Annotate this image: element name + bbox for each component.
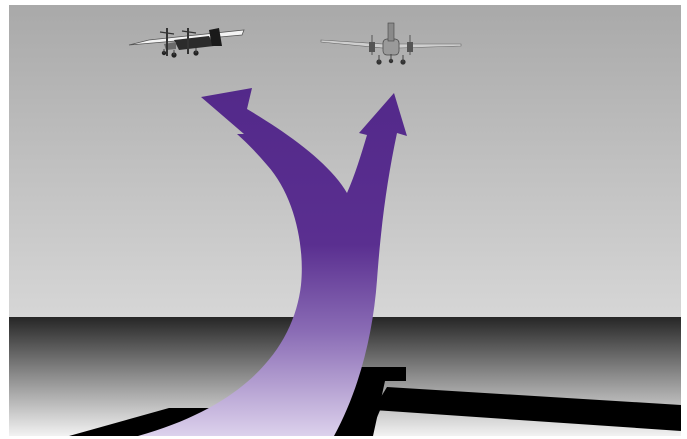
illustration-frame <box>9 5 681 436</box>
scene-svg <box>9 5 681 436</box>
